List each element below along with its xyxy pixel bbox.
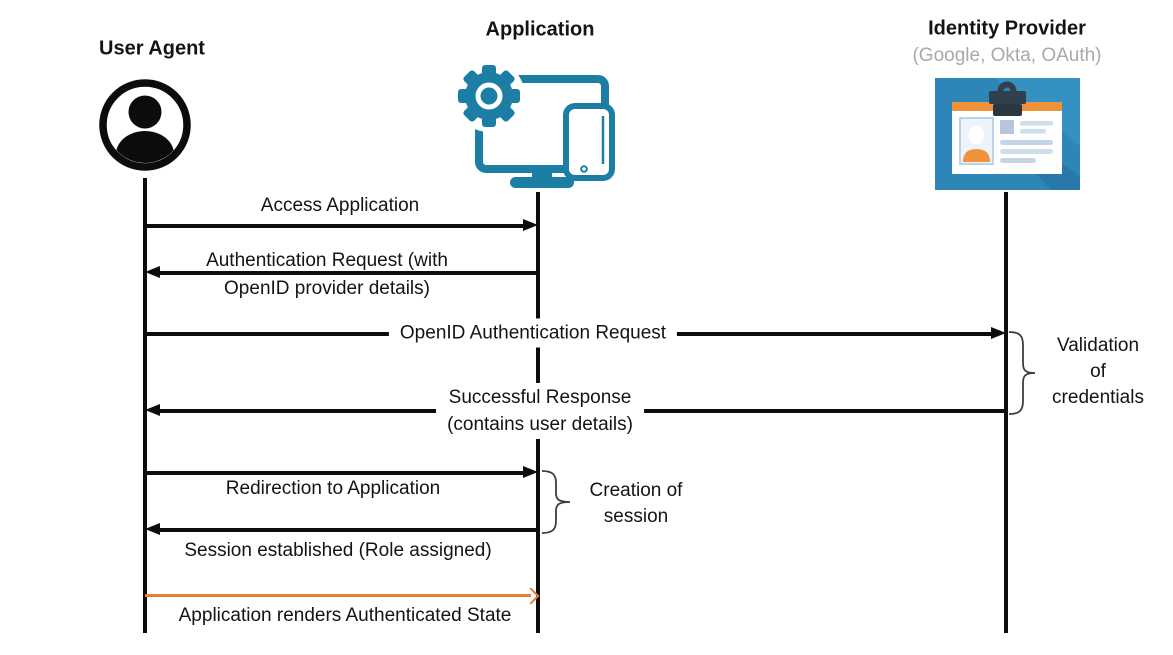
- message-renders-authenticated-state: Application renders Authenticated State: [178, 605, 512, 626]
- message-line: Successful Response: [448, 387, 632, 408]
- arrow-shaft: [145, 594, 531, 597]
- arrow-session-established: [145, 523, 538, 536]
- actor-title-user-agent: User Agent: [99, 37, 205, 60]
- actor-title-application: Application: [485, 18, 595, 41]
- message-authentication-request: Authentication Request (with OpenID prov…: [206, 247, 448, 303]
- brace-validation-of-credentials: [1008, 331, 1036, 415]
- annotation-line: Creation of: [589, 480, 683, 501]
- arrow-authentication-request: [145, 266, 538, 279]
- annotation-validation-of-credentials: Validation of credentials: [1052, 333, 1144, 411]
- arrowhead-left-icon: [145, 404, 160, 417]
- arrow-shaft: [156, 271, 538, 275]
- id-card-icon: [935, 78, 1080, 190]
- annotation-line: credentials: [1052, 387, 1144, 408]
- message-redirection-to-application: Redirection to Application: [225, 478, 441, 499]
- lifeline-identity-provider: [1004, 192, 1008, 633]
- actor-subtitle-identity-provider: (Google, Okta, OAuth): [912, 45, 1102, 66]
- arrow-shaft: [145, 471, 527, 475]
- message-successful-response: Successful Response (contains user detai…: [436, 383, 644, 439]
- arrowhead-left-icon: [145, 523, 160, 536]
- arrowhead-right-icon: [991, 327, 1006, 340]
- arrowhead-left-icon: [145, 266, 160, 279]
- arrow-shaft: [156, 528, 538, 532]
- annotation-line: session: [603, 506, 669, 527]
- arrowhead-right-icon: [523, 219, 538, 232]
- application-devices-icon: [453, 65, 615, 188]
- message-line: Authentication Request (with: [206, 250, 448, 271]
- annotation-line: of: [1090, 361, 1106, 382]
- arrow-access-application: [145, 219, 538, 232]
- user-icon: [99, 79, 191, 171]
- annotation-line: Validation: [1056, 335, 1140, 356]
- message-session-established: Session established (Role assigned): [184, 540, 492, 561]
- message-line: OpenID provider details): [224, 278, 430, 299]
- arrowhead-right-icon: [523, 466, 538, 479]
- arrow-shaft: [145, 224, 527, 228]
- arrow-redirection-to-application: [145, 466, 538, 479]
- annotation-creation-of-session: Creation of session: [590, 478, 683, 530]
- message-line: (contains user details): [447, 414, 633, 435]
- message-access-application: Access Application: [260, 195, 420, 216]
- message-openid-authentication-request: OpenID Authentication Request: [388, 318, 678, 348]
- brace-creation-of-session: [541, 470, 571, 534]
- actor-title-identity-provider: Identity Provider: [928, 17, 1086, 40]
- arrow-renders-authenticated-state: [145, 587, 540, 605]
